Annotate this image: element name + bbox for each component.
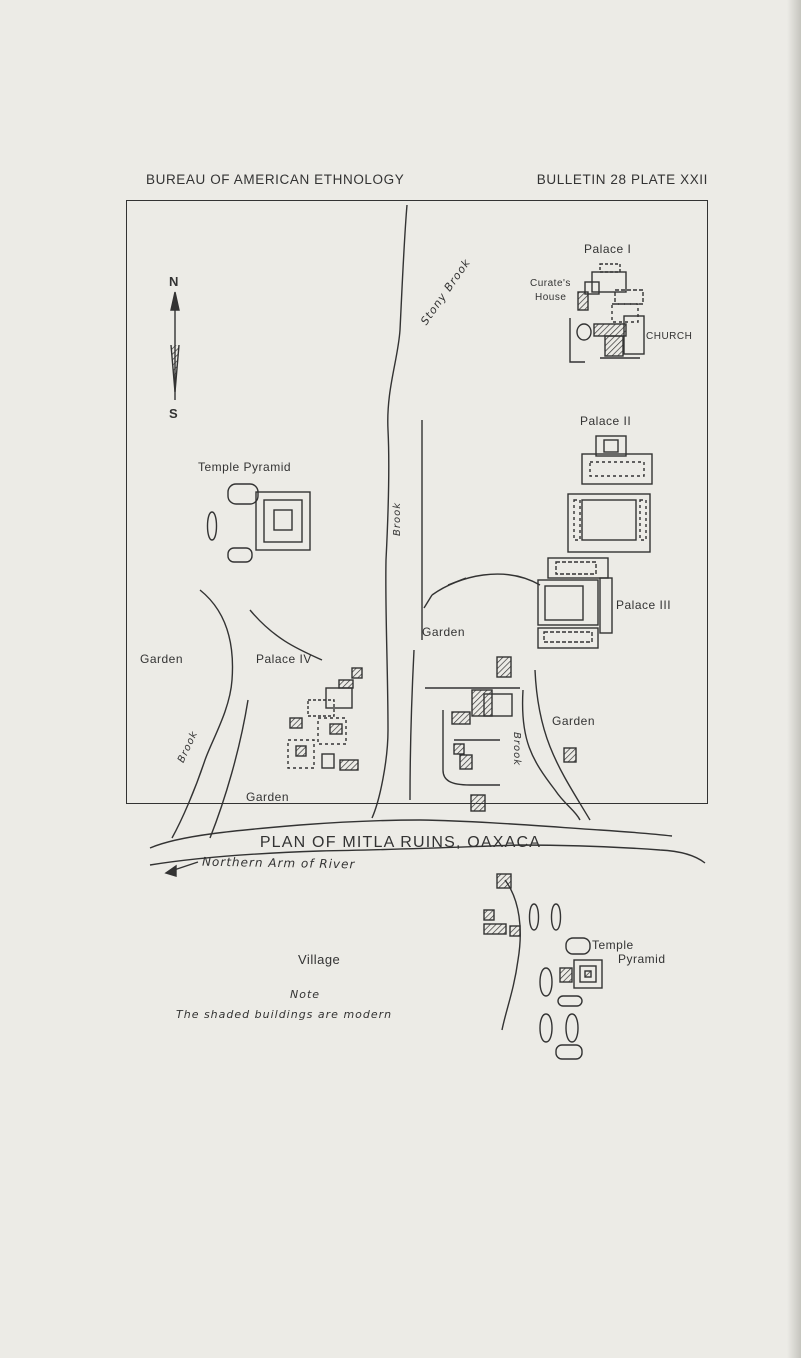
palace-3-label: Palace III: [616, 598, 672, 612]
curates-house-label-1: Curate's: [530, 278, 571, 289]
palace-1-label: Palace I: [584, 242, 632, 256]
garden-southwest-label: Garden: [246, 790, 290, 804]
header-bulletin: BULLETIN 28 PLATE XXII: [536, 172, 708, 187]
palace4-garden-boundary: [249, 609, 323, 661]
plate-caption: PLAN OF MITLA RUINS, OAXACA: [259, 834, 542, 851]
village-buildings: [483, 909, 521, 937]
palace4-boundary-lower: [209, 699, 249, 839]
brook-right-bank-lower: [409, 649, 415, 801]
palace-3-plan: [537, 557, 613, 649]
garden-west-label: Garden: [140, 652, 184, 666]
compass-north-label: N: [169, 274, 179, 289]
west-garden-boundary: [171, 589, 234, 839]
temple-pyramid-south-label-2: Pyramid: [618, 952, 666, 966]
garden-east-label: Garden: [552, 714, 596, 728]
modern-buildings-center: [451, 656, 577, 889]
curates-house-label-2: House: [535, 292, 567, 303]
page-edge-shadow: [787, 0, 801, 1358]
brook-east-label: Brook: [511, 732, 522, 766]
compass-south-label: S: [169, 406, 179, 421]
east-brook-2: [534, 669, 591, 821]
palace-2-label: Palace II: [580, 414, 632, 428]
palace-2-plan: [567, 435, 653, 553]
village-boundary: [501, 879, 521, 1031]
brook-left-label: Brook: [392, 502, 403, 536]
church-plan: [569, 315, 645, 363]
center-garden-arc: [431, 573, 541, 596]
temple-pyramid-south-label: Temple: [592, 938, 634, 952]
temple-pyramid-south-plan: [528, 903, 603, 1060]
header-publisher: BUREAU OF AMERICAN ETHNOLOGY: [146, 172, 405, 187]
map-frame: [126, 200, 708, 804]
church-label: CHURCH: [646, 331, 693, 342]
river-north-bank: [149, 819, 673, 849]
temple-pyramid-north-plan: [206, 483, 311, 563]
palace-1-plan: [577, 263, 644, 323]
compass-arrow: [170, 291, 180, 400]
village-label: Village: [298, 952, 341, 967]
palace-4-label: Palace IV: [256, 652, 312, 666]
garden-center-label: Garden: [422, 625, 466, 639]
palace-4-plan: [287, 667, 363, 771]
east-brook: [521, 689, 581, 821]
brook-main: [371, 204, 408, 819]
note-text: The shaded buildings are modern: [176, 1008, 393, 1021]
note-title: Note: [290, 988, 321, 1001]
river-label: Northern Arm of River: [201, 854, 356, 872]
river-south-bank: [149, 844, 706, 866]
temple-pyramid-north-label: Temple Pyramid: [198, 460, 292, 474]
